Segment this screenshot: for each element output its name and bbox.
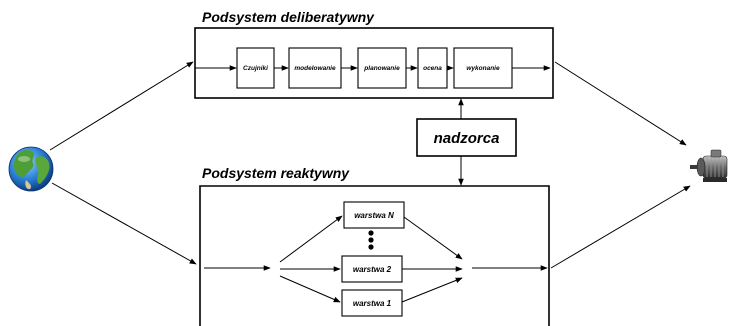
layer-box-1 xyxy=(341,289,403,317)
step-label-czujniki: Czujniki xyxy=(243,65,268,72)
step-box-wykonanie xyxy=(453,47,513,89)
deliberative-chain: Czujniki modelowanie planowanie ocena wy… xyxy=(195,47,551,89)
ellipsis-dot-3 xyxy=(368,244,374,250)
layer-box-n xyxy=(343,201,405,229)
step-box-czujniki xyxy=(236,47,275,89)
step-label-planowanie: planowanie xyxy=(363,65,400,72)
layer-label-n: warstwa N xyxy=(354,211,394,220)
arrow-deliberative-to-motor xyxy=(554,61,687,146)
step-label-modelowanie: modelowanie xyxy=(294,65,336,72)
arrow-reactive-to-motor xyxy=(550,185,691,269)
arrow-globe-to-deliberative xyxy=(49,61,194,151)
supervisor-box xyxy=(416,118,517,157)
motor-icon xyxy=(690,149,728,182)
step-box-modelowanie xyxy=(288,47,342,89)
step-box-ocena xyxy=(417,47,448,89)
arrow-to-layer-1 xyxy=(279,275,341,303)
layer-label-2: warstwa 2 xyxy=(353,265,392,274)
arrow-from-layer-n xyxy=(403,216,463,260)
globe-icon xyxy=(8,146,54,192)
step-label-wykonanie: wykonanie xyxy=(466,65,500,72)
layer-box-2 xyxy=(341,255,403,283)
arrow-globe-to-reactive xyxy=(51,182,197,265)
ellipsis-dot-2 xyxy=(368,237,374,243)
arrow-from-layer-1 xyxy=(401,277,463,303)
step-label-ocena: ocena xyxy=(423,65,442,72)
reactive-title: Podsystem reaktywny xyxy=(202,165,350,181)
ellipsis-dot-1 xyxy=(368,230,374,236)
supervisor-label: nadzorca xyxy=(434,130,500,147)
arrow-to-layer-n xyxy=(279,215,343,263)
layer-label-1: warstwa 1 xyxy=(353,299,392,308)
deliberative-title: Podsystem deliberatywny xyxy=(202,9,375,25)
reactive-layers: warstwa N warstwa 2 warstwa 1 xyxy=(204,201,548,317)
